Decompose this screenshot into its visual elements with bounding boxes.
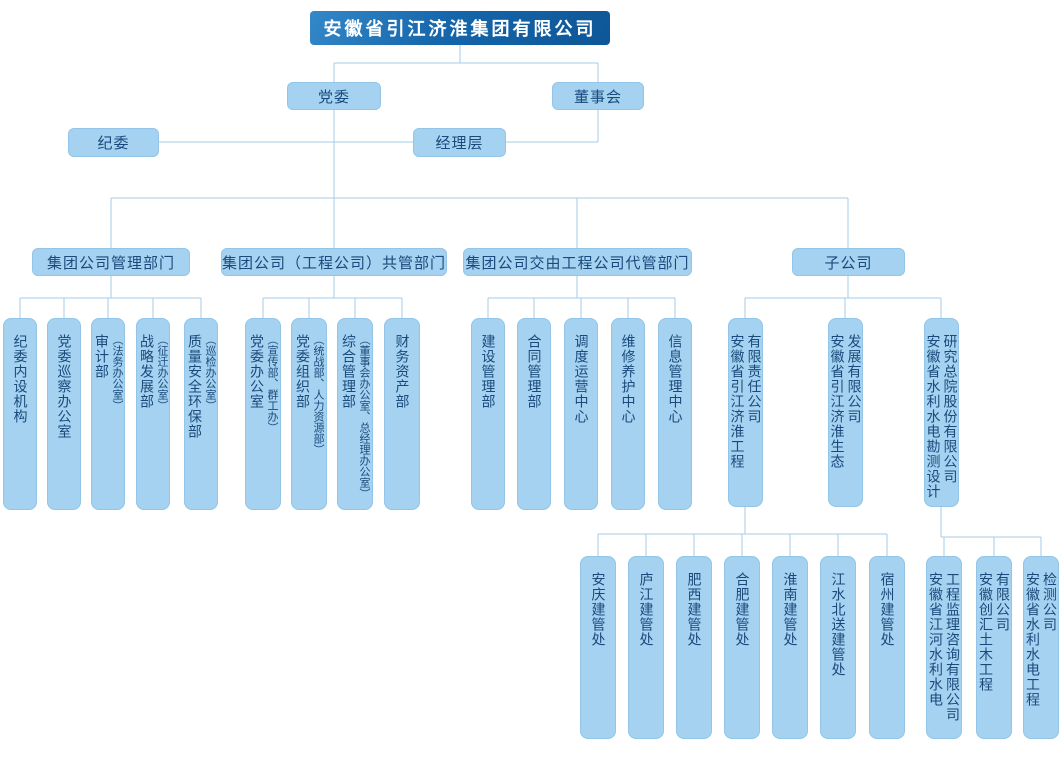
- node-construction-mgmt-dept: 建设管理部: [471, 318, 505, 510]
- node-dispatch-operation-center: 调度运营中心: [564, 318, 598, 510]
- node-label: 宿州建管处: [879, 572, 896, 647]
- node-suzhou-office: 宿州建管处: [869, 556, 905, 739]
- node-label: 党委组织部: [295, 334, 311, 409]
- group-header-label: 集团公司（工程公司）共管部门: [222, 254, 447, 272]
- node-info-mgmt-center: 信息管理中心: [658, 318, 692, 510]
- node-label: 党委巡察办公室: [56, 334, 73, 439]
- group-header-subsidiaries: 子公司: [792, 248, 905, 276]
- node-label-cont: 工程监理咨询有限公司: [945, 572, 961, 722]
- node-party-inspection-office: 党委巡察办公室: [47, 318, 81, 510]
- node-contract-mgmt-dept: 合同管理部: [517, 318, 551, 510]
- node-strategy-dev-dept: 战略发展部 （征迁办公室）: [136, 318, 170, 510]
- node-jiangshuibeisong-office: 江水北送建管处: [820, 556, 856, 739]
- group-header-label: 集团公司管理部门: [46, 254, 175, 272]
- node-label: 安庆建管处: [590, 572, 607, 647]
- node-label: 党委办公室: [249, 334, 265, 409]
- node-finance-assets-dept: 财务资产部: [384, 318, 420, 510]
- node-party-committee: 党委: [287, 82, 381, 110]
- group-header-managed-depts: 集团公司管理部门: [32, 248, 190, 276]
- node-label: 肥西建管处: [686, 572, 703, 647]
- root-company-label: 安徽省引江济淮集团有限公司: [323, 19, 597, 39]
- node-jianghe-supervision-co: 安徽省江河水利水电 工程监理咨询有限公司: [926, 556, 962, 739]
- node-huainan-office: 淮南建管处: [772, 556, 808, 739]
- node-survey-design-institute: 安徽省水利水电勘测设计 研究总院股份有限公司: [924, 318, 959, 507]
- node-party-organization-dept: 党委组织部 （统战部、人力资源部）: [291, 318, 327, 510]
- node-discipline-committee: 纪委: [68, 128, 159, 157]
- node-label-cont: 发展有限公司: [846, 334, 863, 424]
- node-label-cont: 有限公司: [995, 572, 1011, 632]
- node-sublabel: （统战部、人力资源部）: [312, 334, 324, 455]
- node-label: 财务资产部: [394, 334, 411, 409]
- node-management-team: 经理层: [413, 128, 506, 157]
- node-feixi-office: 肥西建管处: [676, 556, 712, 739]
- node-label: 审计部: [94, 334, 110, 379]
- node-sublabel: （巡检办公室）: [204, 334, 216, 411]
- node-label: 维修养护中心: [620, 334, 637, 424]
- node-label: 纪委内设机构: [12, 334, 29, 424]
- node-lujiang-office: 庐江建管处: [628, 556, 664, 739]
- node-yjjh-engineering-co: 安徽省引江济淮工程 有限责任公司: [728, 318, 763, 507]
- node-label: 调度运营中心: [573, 334, 590, 424]
- group-header-comanaged-depts: 集团公司（工程公司）共管部门: [221, 248, 447, 276]
- node-label: 江水北送建管处: [830, 572, 847, 677]
- node-shuili-testing-co: 安徽省水利水电工程 检测公司: [1023, 556, 1059, 739]
- node-label: 安徽省引江济淮生态: [829, 334, 846, 469]
- node-label: 信息管理中心: [667, 334, 684, 424]
- node-audit-dept: 审计部 （法务办公室）: [91, 318, 125, 510]
- node-label: 安徽创汇土木工程: [978, 572, 994, 692]
- node-jiwei-internal-org: 纪委内设机构: [3, 318, 37, 510]
- node-yjjh-ecology-co: 安徽省引江济淮生态 发展有限公司: [828, 318, 863, 507]
- node-party-committee-office: 党委办公室 （宣传部、群工办）: [245, 318, 281, 510]
- node-label: 建设管理部: [480, 334, 497, 409]
- node-label: 安徽省水利水电工程: [1025, 572, 1041, 707]
- node-label: 安徽省水利水电勘测设计: [925, 334, 942, 499]
- node-sublabel: （宣传部、群工办）: [266, 334, 278, 433]
- node-board-of-directors: 董事会: [552, 82, 644, 110]
- management-label: 经理层: [435, 135, 484, 152]
- node-label: 综合管理部: [341, 334, 357, 409]
- node-label-cont: 检测公司: [1042, 572, 1058, 632]
- node-label-cont: 有限责任公司: [746, 334, 763, 424]
- board-label: 董事会: [573, 88, 622, 106]
- node-root-company: 安徽省引江济淮集团有限公司: [310, 11, 610, 45]
- group-header-label: 子公司: [824, 254, 873, 272]
- node-label: 合同管理部: [526, 334, 543, 409]
- party-committee-label: 党委: [317, 88, 350, 106]
- node-label-cont: 研究总院股份有限公司: [942, 334, 959, 484]
- node-hefei-office: 合肥建管处: [724, 556, 760, 739]
- node-label: 合肥建管处: [734, 572, 751, 647]
- discipline-label: 纪委: [97, 135, 130, 152]
- node-label: 战略发展部: [139, 334, 155, 409]
- node-chuanghui-civil-co: 安徽创汇土木工程 有限公司: [976, 556, 1012, 739]
- node-sublabel: （法务办公室）: [111, 334, 123, 411]
- node-anqing-office: 安庆建管处: [580, 556, 616, 739]
- node-label: 安徽省引江济淮工程: [729, 334, 746, 469]
- node-quality-safety-env-dept: 质量安全环保部 （巡检办公室）: [184, 318, 218, 510]
- node-label: 安徽省江河水利水电: [928, 572, 944, 707]
- group-header-delegated-depts: 集团公司交由工程公司代管部门: [463, 248, 692, 276]
- node-maintenance-center: 维修养护中心: [611, 318, 645, 510]
- node-sublabel: （征迁办公室）: [156, 334, 168, 411]
- group-header-label: 集团公司交由工程公司代管部门: [465, 254, 690, 272]
- node-sublabel: （董事会办公室、总经理办公室）: [358, 334, 370, 499]
- node-label: 质量安全环保部: [187, 334, 203, 439]
- node-general-management-dept: 综合管理部 （董事会办公室、总经理办公室）: [337, 318, 373, 510]
- node-label: 庐江建管处: [638, 572, 655, 647]
- node-label: 淮南建管处: [782, 572, 799, 647]
